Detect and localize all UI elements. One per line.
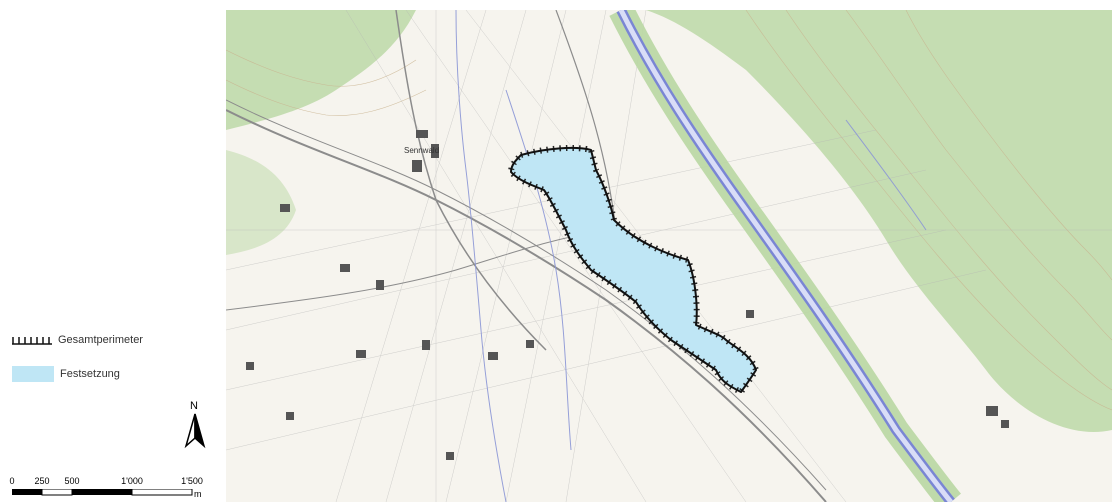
legend-panel: Gesamtperimeter Festsetzung N 0 250 500 … [0, 0, 226, 502]
forest-areas [226, 10, 1112, 432]
map-frame[interactable]: Sennwald [226, 10, 1112, 502]
scale-tick-label: 1'500 [181, 476, 203, 486]
scale-bar: 0 250 500 1'000 1'500 m [9, 476, 203, 500]
place-label-sennwald: Sennwald [404, 146, 439, 155]
streams [455, 10, 927, 502]
festsetzung-swatch-icon [12, 366, 54, 382]
scale-unit-label: m [194, 489, 202, 499]
scale-tick-label: 1'000 [121, 476, 143, 486]
north-arrow-icon [184, 413, 206, 449]
north-label: N [190, 400, 198, 412]
festsetzung-area[interactable] [507, 144, 760, 396]
legend-item-gesamtperimeter: Gesamtperimeter [12, 334, 143, 346]
topographic-map[interactable]: Sennwald [226, 10, 1112, 502]
scale-tick-label: 0 [9, 476, 15, 486]
perimeter-swatch-icon [12, 337, 52, 345]
roads [226, 10, 827, 502]
scale-tick-label: 500 [64, 476, 80, 486]
legend-label-gesamtperimeter: Gesamtperimeter [58, 334, 143, 346]
legend-item-festsetzung: Festsetzung [12, 366, 120, 382]
scale-bar-graphic [12, 489, 193, 496]
settlements [246, 130, 1009, 460]
legend-label-festsetzung: Festsetzung [60, 368, 120, 380]
scale-tick-label: 250 [34, 476, 50, 486]
river-rhine [609, 10, 962, 502]
